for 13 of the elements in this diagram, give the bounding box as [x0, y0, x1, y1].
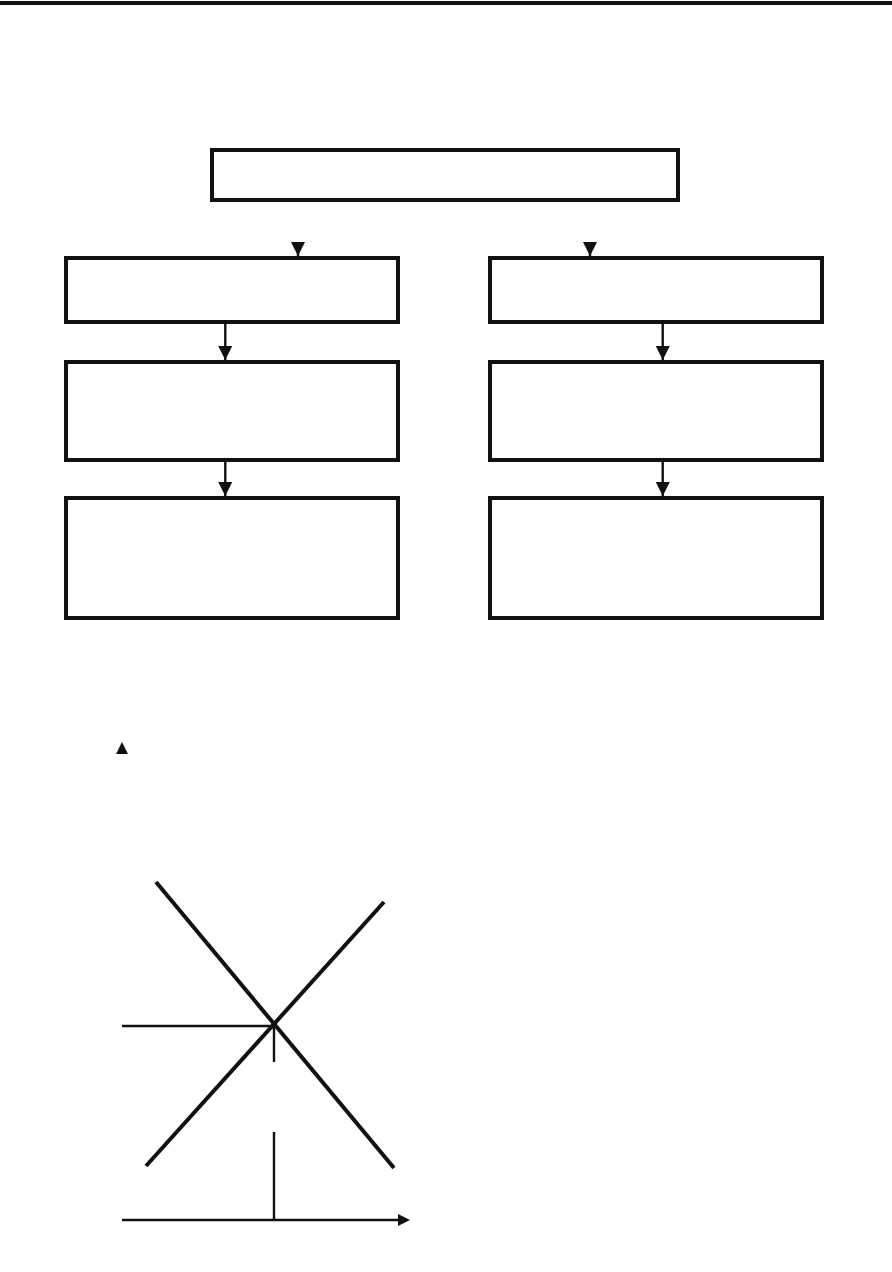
- empty-box: [64, 360, 400, 462]
- empty-box: [64, 256, 400, 324]
- empty-box: [488, 256, 824, 324]
- arrow: [655, 462, 670, 496]
- arrow: [655, 324, 670, 360]
- arrow: [218, 462, 233, 496]
- empty-box: [210, 148, 680, 202]
- arrow: [290, 241, 306, 256]
- empty-box: [64, 496, 400, 620]
- empty-box: [488, 496, 824, 620]
- arrow: [218, 324, 233, 360]
- arrow: [582, 241, 598, 256]
- empty-box: [488, 360, 824, 462]
